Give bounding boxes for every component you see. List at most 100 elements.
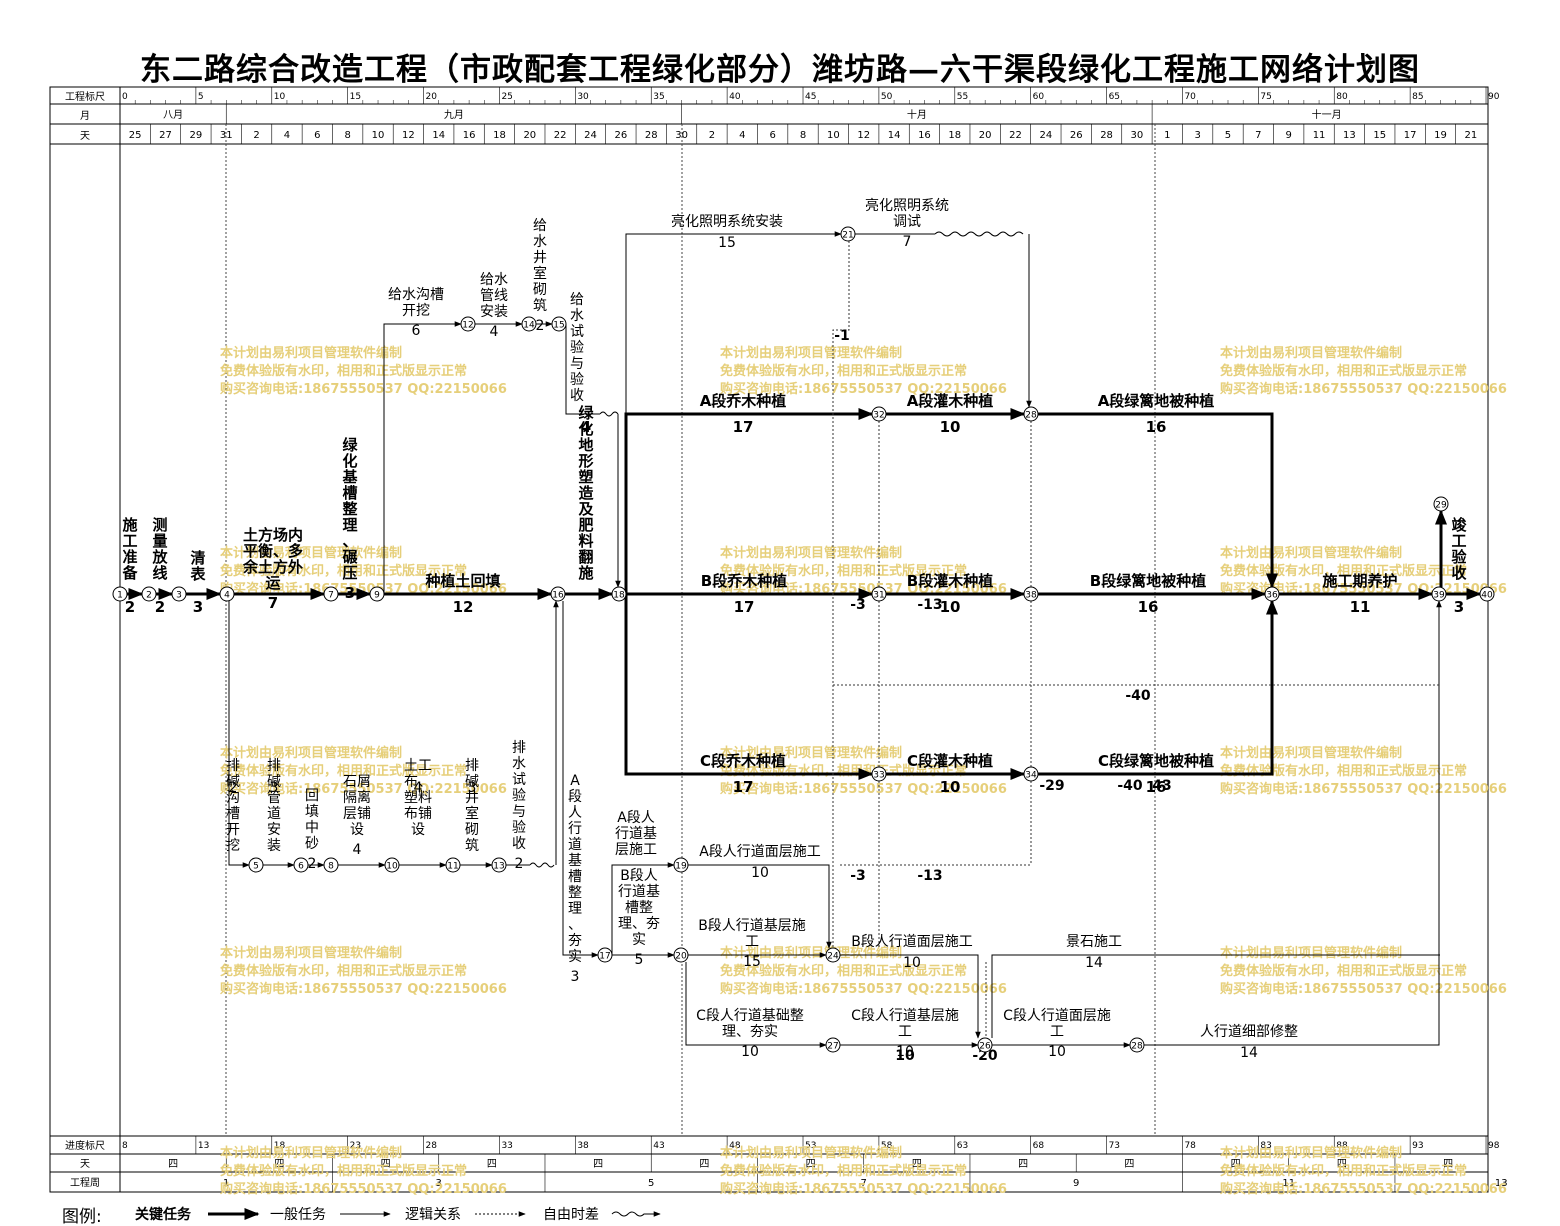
node-17[interactable]: 17 bbox=[597, 947, 613, 963]
node-26[interactable]: 26 bbox=[977, 1037, 993, 1053]
node-39[interactable]: 39 bbox=[1431, 586, 1447, 602]
task-name-char: 排 bbox=[267, 758, 281, 774]
node-20[interactable]: 20 bbox=[673, 947, 689, 963]
node-38[interactable]: 38 bbox=[1023, 586, 1039, 602]
node-32[interactable]: 32 bbox=[871, 406, 887, 422]
task-name-char: 试 bbox=[570, 324, 584, 340]
watermark-text: 本计划由易利项目管理软件编制 bbox=[220, 545, 402, 561]
node-29[interactable]: 29 bbox=[1433, 496, 1449, 512]
node-circle bbox=[673, 947, 689, 963]
node-number: 5 bbox=[253, 862, 259, 872]
node-14[interactable]: 14 bbox=[521, 316, 537, 332]
node-24[interactable]: 24 bbox=[825, 947, 841, 963]
task-name-char: 绿 bbox=[342, 436, 358, 454]
node-10[interactable]: 10 bbox=[384, 857, 400, 873]
node-16[interactable]: 16 bbox=[550, 586, 566, 602]
task-name-line: 工 bbox=[1050, 1024, 1064, 1040]
task-duration: 10 bbox=[940, 778, 961, 796]
node-13[interactable]: 13 bbox=[491, 857, 507, 873]
node-circle bbox=[550, 586, 566, 602]
node-circle bbox=[491, 857, 507, 873]
node-36[interactable]: 36 bbox=[1264, 586, 1280, 602]
node-6[interactable]: 6 bbox=[293, 857, 309, 873]
task-duration: 2 bbox=[536, 318, 545, 334]
node-19[interactable]: 19 bbox=[673, 857, 689, 873]
node-circle bbox=[141, 586, 157, 602]
node-12[interactable]: 12 bbox=[460, 316, 476, 332]
node-number: 21 bbox=[842, 231, 853, 241]
node-11[interactable]: 11 bbox=[445, 857, 461, 873]
node-3[interactable]: 3 bbox=[171, 586, 187, 602]
day-cell: 11 bbox=[1313, 130, 1326, 141]
node-18[interactable]: 18 bbox=[611, 586, 627, 602]
node-9[interactable]: 9 bbox=[369, 586, 385, 602]
node-8[interactable]: 8 bbox=[323, 857, 339, 873]
node-1[interactable]: 1 bbox=[112, 586, 128, 602]
day-cell: 30 bbox=[675, 130, 688, 141]
node-4[interactable]: 4 bbox=[219, 586, 235, 602]
node-27[interactable]: 27 bbox=[825, 1037, 841, 1053]
node-40[interactable]: 40 bbox=[1479, 586, 1495, 602]
task-duration: 2 bbox=[308, 856, 317, 872]
watermark-text: 购买咨询电话:18675550537 QQ:22150066 bbox=[1220, 981, 1507, 997]
task-2[interactable]: 清表3 bbox=[190, 549, 206, 616]
node-number: 16 bbox=[552, 591, 564, 601]
node-28[interactable]: 28 bbox=[1023, 406, 1039, 422]
node-34[interactable]: 34 bbox=[1023, 766, 1039, 782]
task-name-line: 层施工 bbox=[615, 842, 657, 858]
node-21[interactable]: 21 bbox=[840, 226, 856, 242]
node-28[interactable]: 28 bbox=[1129, 1037, 1145, 1053]
node-31[interactable]: 31 bbox=[871, 586, 887, 602]
node-7[interactable]: 7 bbox=[323, 586, 339, 602]
task-name: C段绿篱地被种植 bbox=[1098, 752, 1214, 770]
node-number: 2 bbox=[146, 591, 152, 601]
node-2[interactable]: 2 bbox=[141, 586, 157, 602]
node-5[interactable]: 5 bbox=[248, 857, 264, 873]
task-name-line: 塑料 bbox=[404, 790, 432, 806]
node-15[interactable]: 15 bbox=[551, 316, 567, 332]
node-33[interactable]: 33 bbox=[871, 766, 887, 782]
task-name-char: 装 bbox=[267, 838, 281, 854]
